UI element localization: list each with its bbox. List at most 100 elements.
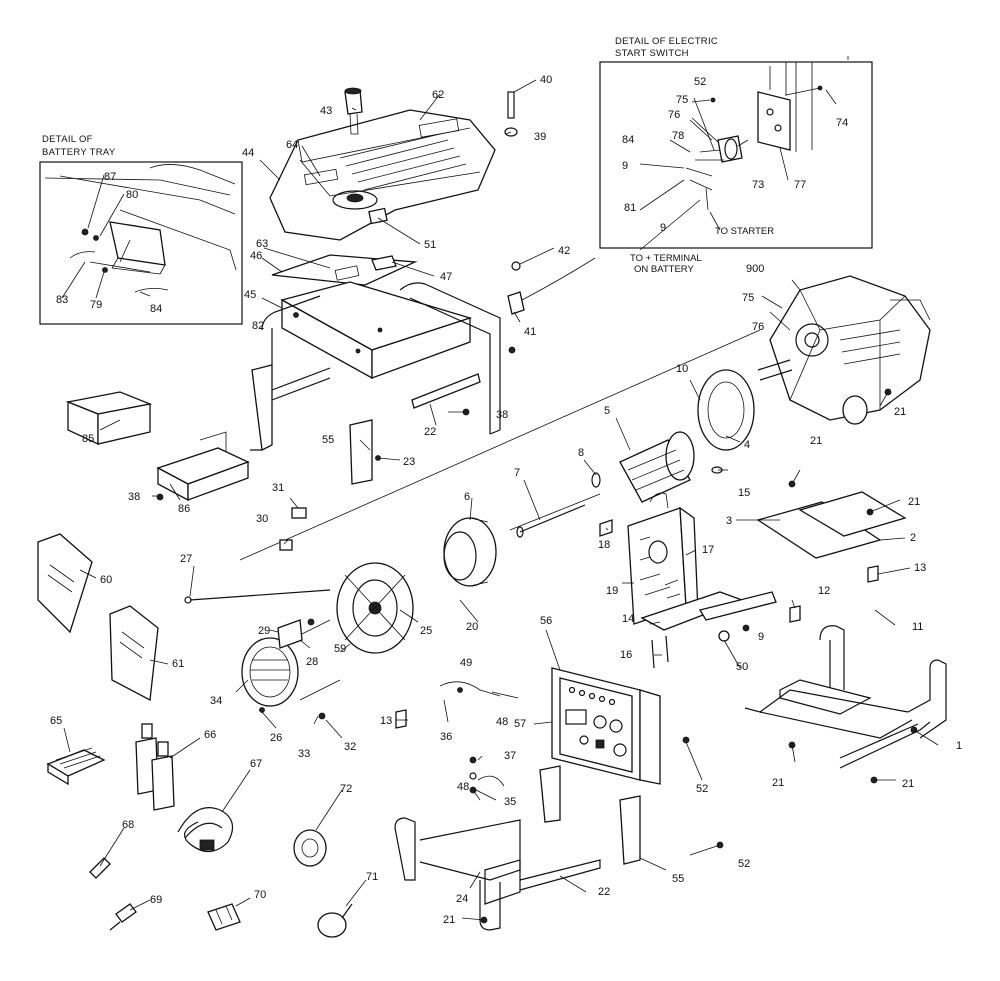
callout-26: 26 [270, 732, 282, 744]
base-cradle-left [394, 765, 724, 931]
note-battery-line1: TO + TERMINAL [630, 253, 702, 264]
owners-manual [37, 533, 93, 634]
mounting-bracket [349, 419, 373, 485]
callout-33: 33 [298, 748, 310, 760]
start-switch-detail: DETAIL OF ELECTRIC START SWITCH [599, 36, 873, 249]
callout-82: 82 [252, 320, 264, 332]
callout-14: 14 [622, 613, 634, 625]
callout-81: 81 [624, 202, 636, 214]
callout-31: 31 [272, 482, 284, 494]
callout-39: 39 [534, 131, 546, 143]
callout-6: 6 [464, 491, 470, 503]
callout-41: 41 [524, 326, 536, 338]
callout-73: 73 [752, 179, 764, 191]
parts-manual [109, 605, 159, 702]
callout-43: 43 [320, 105, 332, 117]
callout-18: 18 [598, 539, 610, 551]
callout-25: 25 [420, 625, 432, 637]
battery-tray-caption-line1: DETAIL OF [42, 134, 93, 145]
note-to-starter: TO STARTER [715, 226, 774, 237]
callout-4: 4 [744, 439, 750, 451]
callout-21-base-left: 21 [772, 777, 784, 789]
accessories [46, 723, 353, 938]
callout-7: 7 [514, 467, 520, 479]
callout-47: 47 [440, 271, 452, 283]
callout-20: 20 [466, 621, 478, 633]
callout-65: 65 [50, 715, 62, 727]
upper-frame [250, 282, 501, 451]
battery-tray-caption-line2: BATTERY TRAY [42, 147, 116, 158]
callout-9-switch-lower: 9 [660, 222, 666, 234]
callout-27: 27 [180, 553, 192, 565]
callout-40: 40 [540, 74, 552, 86]
callout-46: 46 [250, 250, 262, 262]
callout-37: 37 [504, 750, 516, 762]
callout-70: 70 [254, 889, 266, 901]
fuel-tank [269, 87, 496, 241]
engine [757, 275, 931, 425]
callout-1: 1 [956, 740, 962, 752]
callout-71: 71 [366, 871, 378, 883]
callout-62: 62 [432, 89, 444, 101]
callout-16: 16 [620, 649, 632, 661]
callout-63: 63 [256, 238, 268, 250]
callout-45: 45 [244, 289, 256, 301]
callout-13-left: 13 [380, 715, 392, 727]
callout-9-switch-upper: 9 [622, 160, 628, 172]
spark-plug-wrench [115, 903, 137, 923]
callout-49: 49 [460, 657, 472, 669]
callout-10: 10 [676, 363, 688, 375]
callout-50: 50 [736, 661, 748, 673]
callout-56: 56 [540, 615, 552, 627]
callout-12: 12 [818, 585, 830, 597]
callout-59: 59 [334, 643, 346, 655]
callout-21-cradle: 21 [443, 914, 455, 926]
callout-28: 28 [306, 656, 318, 668]
callout-11: 11 [912, 621, 923, 633]
callout-22-upper: 22 [424, 426, 436, 438]
callout-13-right: 13 [914, 562, 926, 574]
callout-2: 2 [910, 532, 916, 544]
callout-32: 32 [344, 741, 356, 753]
callout-78: 78 [672, 130, 684, 142]
callout-69: 69 [150, 894, 162, 906]
twist-lock-plug [207, 903, 241, 931]
callout-23: 23 [403, 456, 415, 468]
callout-21-engine: 21 [894, 406, 906, 418]
callout-48-harness: 48 [496, 716, 508, 728]
callout-75-engine: 75 [742, 292, 754, 304]
oil-bottle-2 [151, 755, 175, 811]
callout-74: 74 [836, 117, 848, 129]
callout-67: 67 [250, 758, 262, 770]
power-plug-large [317, 912, 347, 938]
callout-15: 15 [738, 487, 750, 499]
muffler [627, 492, 699, 625]
callout-64: 64 [286, 139, 298, 151]
receptacle-plug [293, 829, 327, 867]
callout-51: 51 [424, 239, 436, 251]
callout-35: 35 [504, 796, 516, 808]
callout-44: 44 [242, 147, 254, 159]
callout-80: 80 [126, 189, 138, 201]
callout-52-bracket: 52 [738, 858, 750, 870]
callout-57: 57 [514, 718, 526, 730]
callout-76-engine: 76 [752, 321, 764, 333]
callout-21-base-right: 21 [902, 778, 914, 790]
control-panel [551, 667, 690, 785]
callout-83: 83 [56, 294, 68, 306]
callout-29: 29 [258, 625, 270, 637]
callout-3: 3 [726, 515, 732, 527]
callout-21-shaft: 21 [810, 435, 822, 447]
callout-84-switch: 84 [622, 134, 634, 146]
start-switch-detail-frame [599, 61, 873, 249]
callout-17: 17 [702, 544, 714, 556]
callout-22-lower: 22 [598, 886, 610, 898]
callout-68: 68 [122, 819, 134, 831]
callout-85: 85 [82, 433, 94, 445]
note-battery-line2: ON BATTERY [634, 264, 694, 275]
callout-55-lower: 55 [672, 873, 684, 885]
callout-24: 24 [456, 893, 468, 905]
callout-55-upper: 55 [322, 434, 334, 446]
spark-plug [89, 857, 111, 879]
